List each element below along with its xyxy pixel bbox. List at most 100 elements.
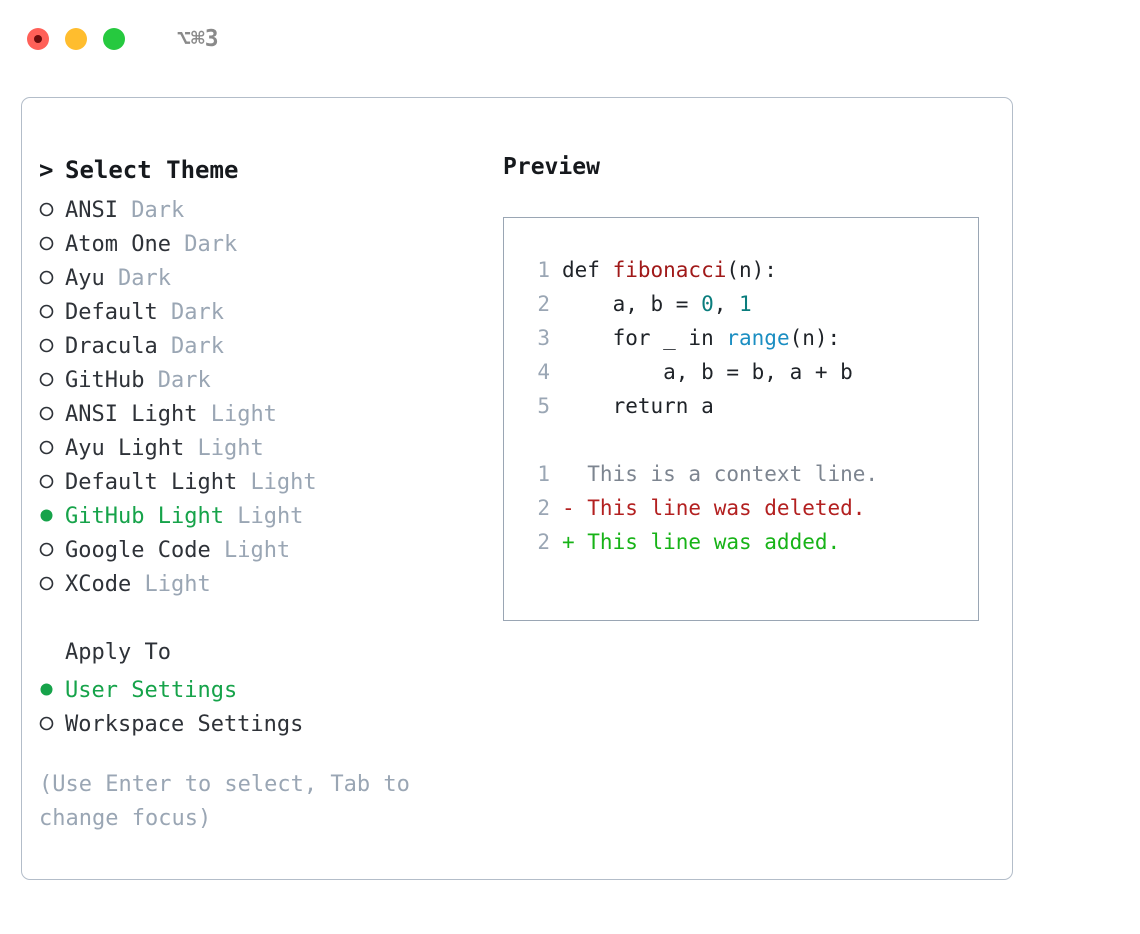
radio-unselected-icon[interactable] [39, 704, 65, 731]
theme-kind-badge: Dark [157, 368, 211, 393]
hint-text: (Use Enter to select, Tab to change focu… [39, 772, 410, 831]
theme-kind-spacer [131, 568, 144, 602]
diff-line-text: This is a context line. [562, 462, 879, 486]
theme-name: ANSI [65, 198, 118, 223]
theme-list-item[interactable]: ANSI Dark [39, 190, 499, 224]
theme-kind-spacer [158, 296, 171, 330]
diff-line-number: 2 [537, 530, 550, 554]
theme-kind-badge: Light [144, 572, 211, 597]
diff-line-number: 1 [537, 462, 550, 486]
theme-name: Dracula [65, 334, 158, 359]
apply-to-option[interactable]: Workspace Settings [39, 704, 499, 738]
code-line-number: 2 [537, 292, 550, 316]
radio-selected-icon[interactable] [39, 670, 65, 697]
theme-list-item[interactable]: GitHub Light Light [39, 496, 499, 530]
theme-kind-badge: Dark [118, 266, 171, 291]
code-line: 2 a, b = 0, 1 [524, 292, 978, 326]
code-token-plain: a, b = b, a + b [562, 360, 853, 384]
radio-unselected-icon[interactable] [39, 258, 65, 285]
theme-list-item[interactable]: XCode Light [39, 564, 499, 598]
code-line: 5 return a [524, 394, 978, 428]
radio-unselected-icon[interactable] [39, 394, 65, 421]
code-token-num: 1 [739, 292, 752, 316]
theme-kind-badge: Dark [131, 198, 185, 223]
radio-unselected-icon[interactable] [39, 428, 65, 455]
theme-name: Default [65, 300, 158, 325]
diff-line: 2 + This line was added. [524, 530, 978, 564]
theme-list-item[interactable]: Default Light Light [39, 462, 499, 496]
theme-list-item[interactable]: Dracula Dark [39, 326, 499, 360]
code-token-plain: for _ in [562, 326, 727, 350]
theme-kind-badge: Light [237, 504, 304, 529]
radio-unselected-icon[interactable] [39, 326, 65, 353]
theme-name: GitHub [65, 368, 145, 393]
apply-to-label: Apply To [65, 640, 171, 665]
radio-selected-icon[interactable] [39, 496, 65, 523]
theme-kind-badge: Light [250, 470, 317, 495]
theme-kind-spacer [144, 364, 157, 398]
code-token-num: 0 [701, 292, 714, 316]
radio-unselected-icon[interactable] [39, 292, 65, 319]
theme-list-item[interactable]: ANSI Light Light [39, 394, 499, 428]
code-token-plain: , [713, 292, 740, 316]
diff-line: 2 - This line was deleted. [524, 496, 978, 530]
apply-to-option-label: Workspace Settings [65, 712, 304, 737]
section-spacer [39, 598, 499, 636]
apply-to-option[interactable]: User Settings [39, 670, 499, 704]
theme-kind-spacer [105, 262, 118, 296]
code-token-plain: def [562, 258, 613, 282]
code-line-text: return a [562, 394, 714, 418]
theme-kind-badge: Dark [184, 232, 238, 257]
diff-sample: 1 This is a context line. 2 - This line wa… [524, 462, 978, 564]
theme-list-item[interactable]: Ayu Dark [39, 258, 499, 292]
code-line-text: for _ in range(n): [562, 326, 841, 350]
code-token-call: range [726, 326, 790, 350]
theme-list-item[interactable]: Default Dark [39, 292, 499, 326]
theme-kind-spacer [224, 500, 237, 534]
radio-unselected-icon[interactable] [39, 360, 65, 387]
radio-unselected-icon[interactable] [39, 190, 65, 217]
code-line: 3 for _ in range(n): [524, 326, 978, 360]
code-line-text: a, b = b, a + b [562, 360, 853, 384]
diff-line-number: 2 [537, 496, 550, 520]
radio-unselected-icon[interactable] [39, 462, 65, 489]
select-theme-header: > Select Theme [39, 150, 499, 190]
preview-title: Preview [503, 154, 600, 180]
code-line-number: 5 [537, 394, 550, 418]
radio-unselected-icon[interactable] [39, 224, 65, 251]
code-diff-spacer [524, 428, 978, 462]
theme-list-item[interactable]: GitHub Dark [39, 360, 499, 394]
diff-line-text: + This line was added. [562, 530, 841, 554]
code-token-plain: a, b = [562, 292, 702, 316]
minimize-light-icon[interactable] [65, 28, 87, 50]
theme-list-item[interactable]: Atom One Dark [39, 224, 499, 258]
code-line-number: 3 [537, 326, 550, 350]
code-token-plain: (n): [789, 326, 841, 350]
theme-list-item[interactable]: Ayu Light Light [39, 428, 499, 462]
theme-name: Ayu [65, 266, 105, 291]
theme-list-item[interactable]: Google Code Light [39, 530, 499, 564]
code-token-fn: fibonacci [612, 258, 727, 282]
theme-kind-badge: Light [210, 402, 277, 427]
close-light-icon[interactable] [27, 28, 49, 50]
zoom-light-icon[interactable] [103, 28, 125, 50]
theme-name: Atom One [65, 232, 171, 257]
diff-line-text: - This line was deleted. [562, 496, 866, 520]
page-title: Select Theme [65, 156, 239, 184]
code-line-text: a, b = 0, 1 [562, 292, 752, 316]
code-line: 4 a, b = b, a + b [524, 360, 978, 394]
theme-name: ANSI Light [65, 402, 198, 427]
radio-unselected-icon[interactable] [39, 530, 65, 557]
radio-unselected-icon[interactable] [39, 564, 65, 591]
theme-kind-badge: Dark [170, 334, 224, 359]
theme-kind-spacer [197, 398, 210, 432]
theme-name: XCode [65, 572, 132, 597]
apply-to-option-label: User Settings [65, 678, 238, 703]
